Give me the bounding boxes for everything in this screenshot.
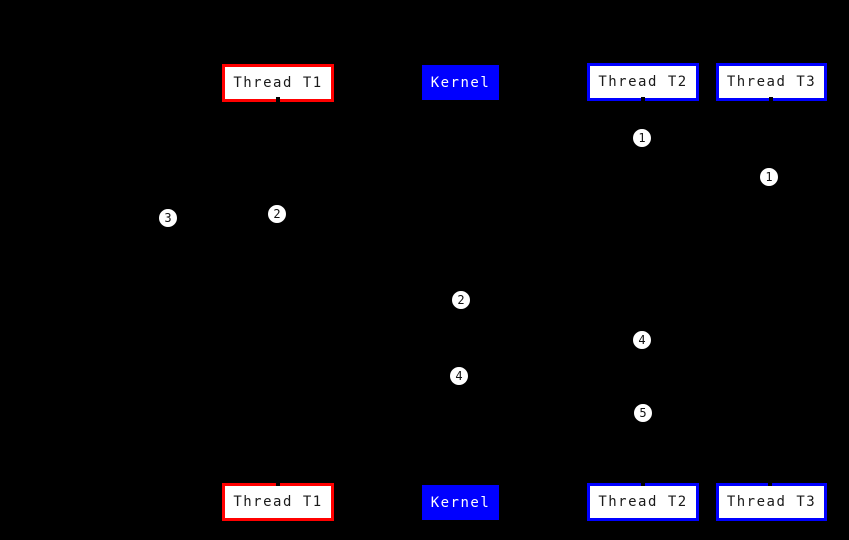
lifeline-stub-t2-top <box>641 97 645 102</box>
step-marker-4-mid: 4 <box>449 366 469 386</box>
lifeline-stub-t2-bottom <box>641 481 645 486</box>
step-marker-5: 5 <box>633 403 653 423</box>
participant-kernel-bottom: Kernel <box>422 485 499 520</box>
lifeline-stub-t1-top <box>276 97 280 102</box>
step-marker-4-right: 4 <box>632 330 652 350</box>
participant-label: Thread T1 <box>233 494 323 510</box>
participant-thread-t1-top: Thread T1 <box>222 64 334 102</box>
participant-label: Thread T2 <box>598 494 688 510</box>
participant-thread-t2-bottom: Thread T2 <box>587 483 699 521</box>
step-marker-1-t2: 1 <box>632 128 652 148</box>
participant-label: Thread T3 <box>726 494 817 510</box>
step-marker-3: 3 <box>158 208 178 228</box>
participant-label: Thread T3 <box>726 74 817 90</box>
step-marker-2-mid: 2 <box>451 290 471 310</box>
lifeline-stub-t1-bottom <box>276 481 280 486</box>
participant-kernel-top: Kernel <box>422 65 499 100</box>
step-marker-2-left: 2 <box>267 204 287 224</box>
participant-label: Kernel <box>430 74 491 91</box>
participant-thread-t3-bottom: Thread T3 <box>716 483 827 521</box>
step-marker-1-t3: 1 <box>759 167 779 187</box>
lifeline-stub-t3-top <box>769 97 773 102</box>
participant-thread-t2-top: Thread T2 <box>587 63 699 101</box>
participant-label: Kernel <box>430 494 491 511</box>
participant-thread-t1-bottom: Thread T1 <box>222 483 334 521</box>
participant-label: Thread T2 <box>598 74 688 90</box>
lifeline-stub-t3-bottom <box>768 481 772 486</box>
participant-thread-t3-top: Thread T3 <box>716 63 827 101</box>
participant-label: Thread T1 <box>233 75 323 91</box>
